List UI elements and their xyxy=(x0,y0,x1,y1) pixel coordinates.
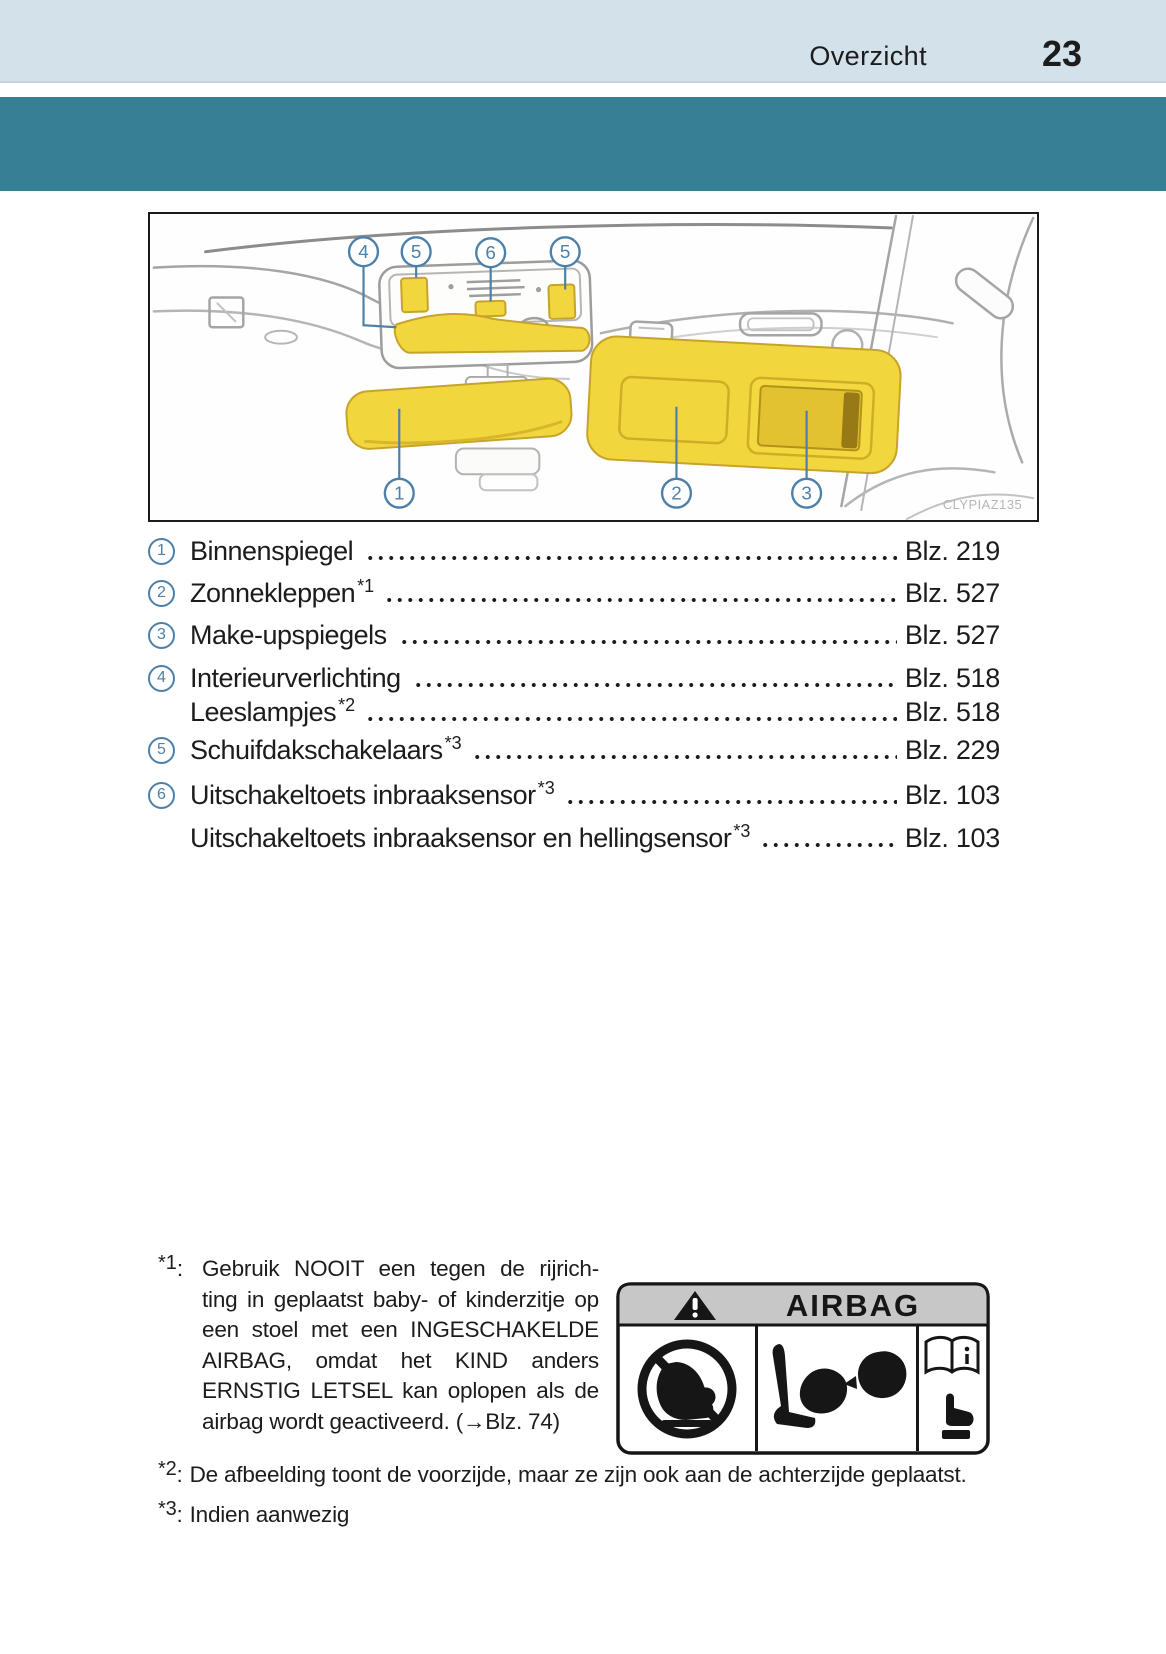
rearview-mirror-assembly xyxy=(345,364,573,492)
sun-visor-assembly xyxy=(586,320,902,475)
section-color-band xyxy=(0,97,1166,191)
legend-page-ref: Blz. 518 xyxy=(904,662,1000,693)
sunroof-switch-right xyxy=(547,283,577,320)
svg-text:3: 3 xyxy=(801,483,811,504)
legend-row-schuifdakschakelaars: 5 Schuifdakschakelaars*3 Blz. 229 xyxy=(148,731,1000,769)
dot-leader xyxy=(384,574,897,612)
callout-5a: 5 xyxy=(400,236,432,268)
dot-leader xyxy=(412,659,897,697)
footnote-1: *1: Gebruik NOOIT een tegen de rijrich- … xyxy=(158,1252,608,1437)
legend-page-ref: Blz. 103 xyxy=(904,822,1000,853)
footnote-1-text: Gebruik NOOIT een tegen de rijrich- ting… xyxy=(202,1256,599,1434)
footnote-1-marker: *1: xyxy=(158,1252,184,1281)
legend-label: Leeslampjes*2 xyxy=(190,694,356,727)
svg-text:5: 5 xyxy=(411,241,422,262)
figure-watermark: CLYPIAZ135 xyxy=(943,497,1022,512)
legend-row-binnenspiegel: 1 Binnenspiegel Blz. 219 xyxy=(148,532,1000,570)
airbag-impact-icon xyxy=(772,1344,907,1428)
callout-5b: 5 xyxy=(549,236,581,268)
callout-6: 6 xyxy=(475,237,507,269)
dot-leader xyxy=(564,776,897,814)
callout-2: 2 xyxy=(660,477,693,509)
footnote-2: *2:De afbeelding toont de voorzijde, maa… xyxy=(158,1458,967,1488)
legend-page-ref: Blz. 229 xyxy=(904,734,1000,765)
legend-label: Interieurverlichting xyxy=(190,662,401,693)
dot-leader xyxy=(760,819,897,857)
vehicle-interior-illustration: 4 5 6 5 1 xyxy=(152,214,1035,520)
legend-page-ref: Blz. 219 xyxy=(904,535,1000,566)
svg-text:1: 1 xyxy=(394,483,405,504)
warning-triangle-icon xyxy=(674,1291,716,1320)
headliner-map-light xyxy=(738,312,823,337)
legend-callout-number: 4 xyxy=(148,664,175,692)
legend-row-uitschakeltoets: 6 Uitschakeltoets inbraaksensor*3 Blz. 1… xyxy=(148,776,1000,814)
manual-book-icon xyxy=(924,1335,980,1439)
legend-row-leeslampjes: Leeslampjes*2 Blz. 518 xyxy=(148,693,1000,731)
callout-3: 3 xyxy=(791,477,823,509)
footnote-3-marker: *3: xyxy=(158,1498,183,1527)
legend-callout-number: 3 xyxy=(148,621,175,649)
visor-panel xyxy=(618,375,730,445)
svg-text:2: 2 xyxy=(671,483,681,504)
legend-row-interieurverlichting: 4 Interieurverlichting Blz. 518 xyxy=(148,659,1000,697)
legend-callout-number: 2 xyxy=(148,579,175,607)
legend-page-ref: Blz. 518 xyxy=(904,696,1000,727)
prohibition-child-seat-icon xyxy=(637,1339,737,1439)
legend-label: Make-upspiegels xyxy=(190,619,387,650)
page-header: Overzicht 23 xyxy=(0,0,1166,83)
legend-label: Binnenspiegel xyxy=(190,535,354,566)
legend-callout-number: 5 xyxy=(148,736,175,764)
dot-leader xyxy=(365,693,897,731)
airbag-warning-label: AIRBAG xyxy=(616,1282,990,1455)
callout-4: 4 xyxy=(347,236,380,268)
airbag-label-title: AIRBAG xyxy=(786,1288,920,1323)
dot-leader xyxy=(365,532,897,570)
footnote-2-text: De afbeelding toont de voorzijde, maar z… xyxy=(189,1462,967,1487)
legend-page-ref: Blz. 527 xyxy=(904,619,1000,650)
overhead-console xyxy=(378,259,594,370)
interior-overview-figure: 4 5 6 5 1 xyxy=(148,212,1039,522)
page-number: 23 xyxy=(1041,33,1082,74)
grab-handle xyxy=(954,267,1015,320)
legend-row-zonnekleppen: 2 Zonnekleppen*1 Blz. 527 xyxy=(148,574,1000,612)
callout-markers: 4 5 6 5 1 xyxy=(347,236,823,509)
footnote-3-text: Indien aanwezig xyxy=(189,1502,350,1527)
footnote-3: *3:Indien aanwezig xyxy=(158,1498,350,1528)
legend-list: 1 Binnenspiegel Blz. 219 2 Zonnekleppen*… xyxy=(148,532,1000,862)
legend-callout-number: 1 xyxy=(148,537,175,565)
svg-text:5: 5 xyxy=(560,241,571,262)
pointing-hand-icon xyxy=(942,1393,974,1439)
legend-row-uitschakeltoets-helling: Uitschakeltoets inbraaksensor en helling… xyxy=(148,819,1000,857)
svg-text:6: 6 xyxy=(485,242,496,263)
footnote-2-marker: *2: xyxy=(158,1458,183,1487)
legend-row-makeupspiegels: 3 Make-upspiegels Blz. 527 xyxy=(148,616,1000,654)
legend-label: Schuifdakschakelaars*3 xyxy=(190,732,462,765)
legend-callout-number: 6 xyxy=(148,781,175,809)
intrusion-sensor-off-button xyxy=(474,299,507,318)
legend-label: Zonnekleppen*1 xyxy=(190,575,375,608)
legend-label: Uitschakeltoets inbraaksensor en helling… xyxy=(190,820,751,853)
legend-page-ref: Blz. 103 xyxy=(904,779,1000,810)
dot-leader xyxy=(471,731,897,769)
rearview-mirror-highlight xyxy=(345,377,573,450)
svg-text:4: 4 xyxy=(358,241,369,262)
section-title: Overzicht xyxy=(809,41,927,71)
legend-page-ref: Blz. 527 xyxy=(904,577,1000,608)
callout-leader-lines xyxy=(362,265,808,479)
sunroof-switch-left xyxy=(400,276,429,314)
vanity-mirror xyxy=(756,385,863,452)
dot-leader xyxy=(398,616,897,654)
interior-light-lens xyxy=(393,312,591,354)
legend-label: Uitschakeltoets inbraaksensor*3 xyxy=(190,777,555,810)
callout-1: 1 xyxy=(383,477,415,509)
